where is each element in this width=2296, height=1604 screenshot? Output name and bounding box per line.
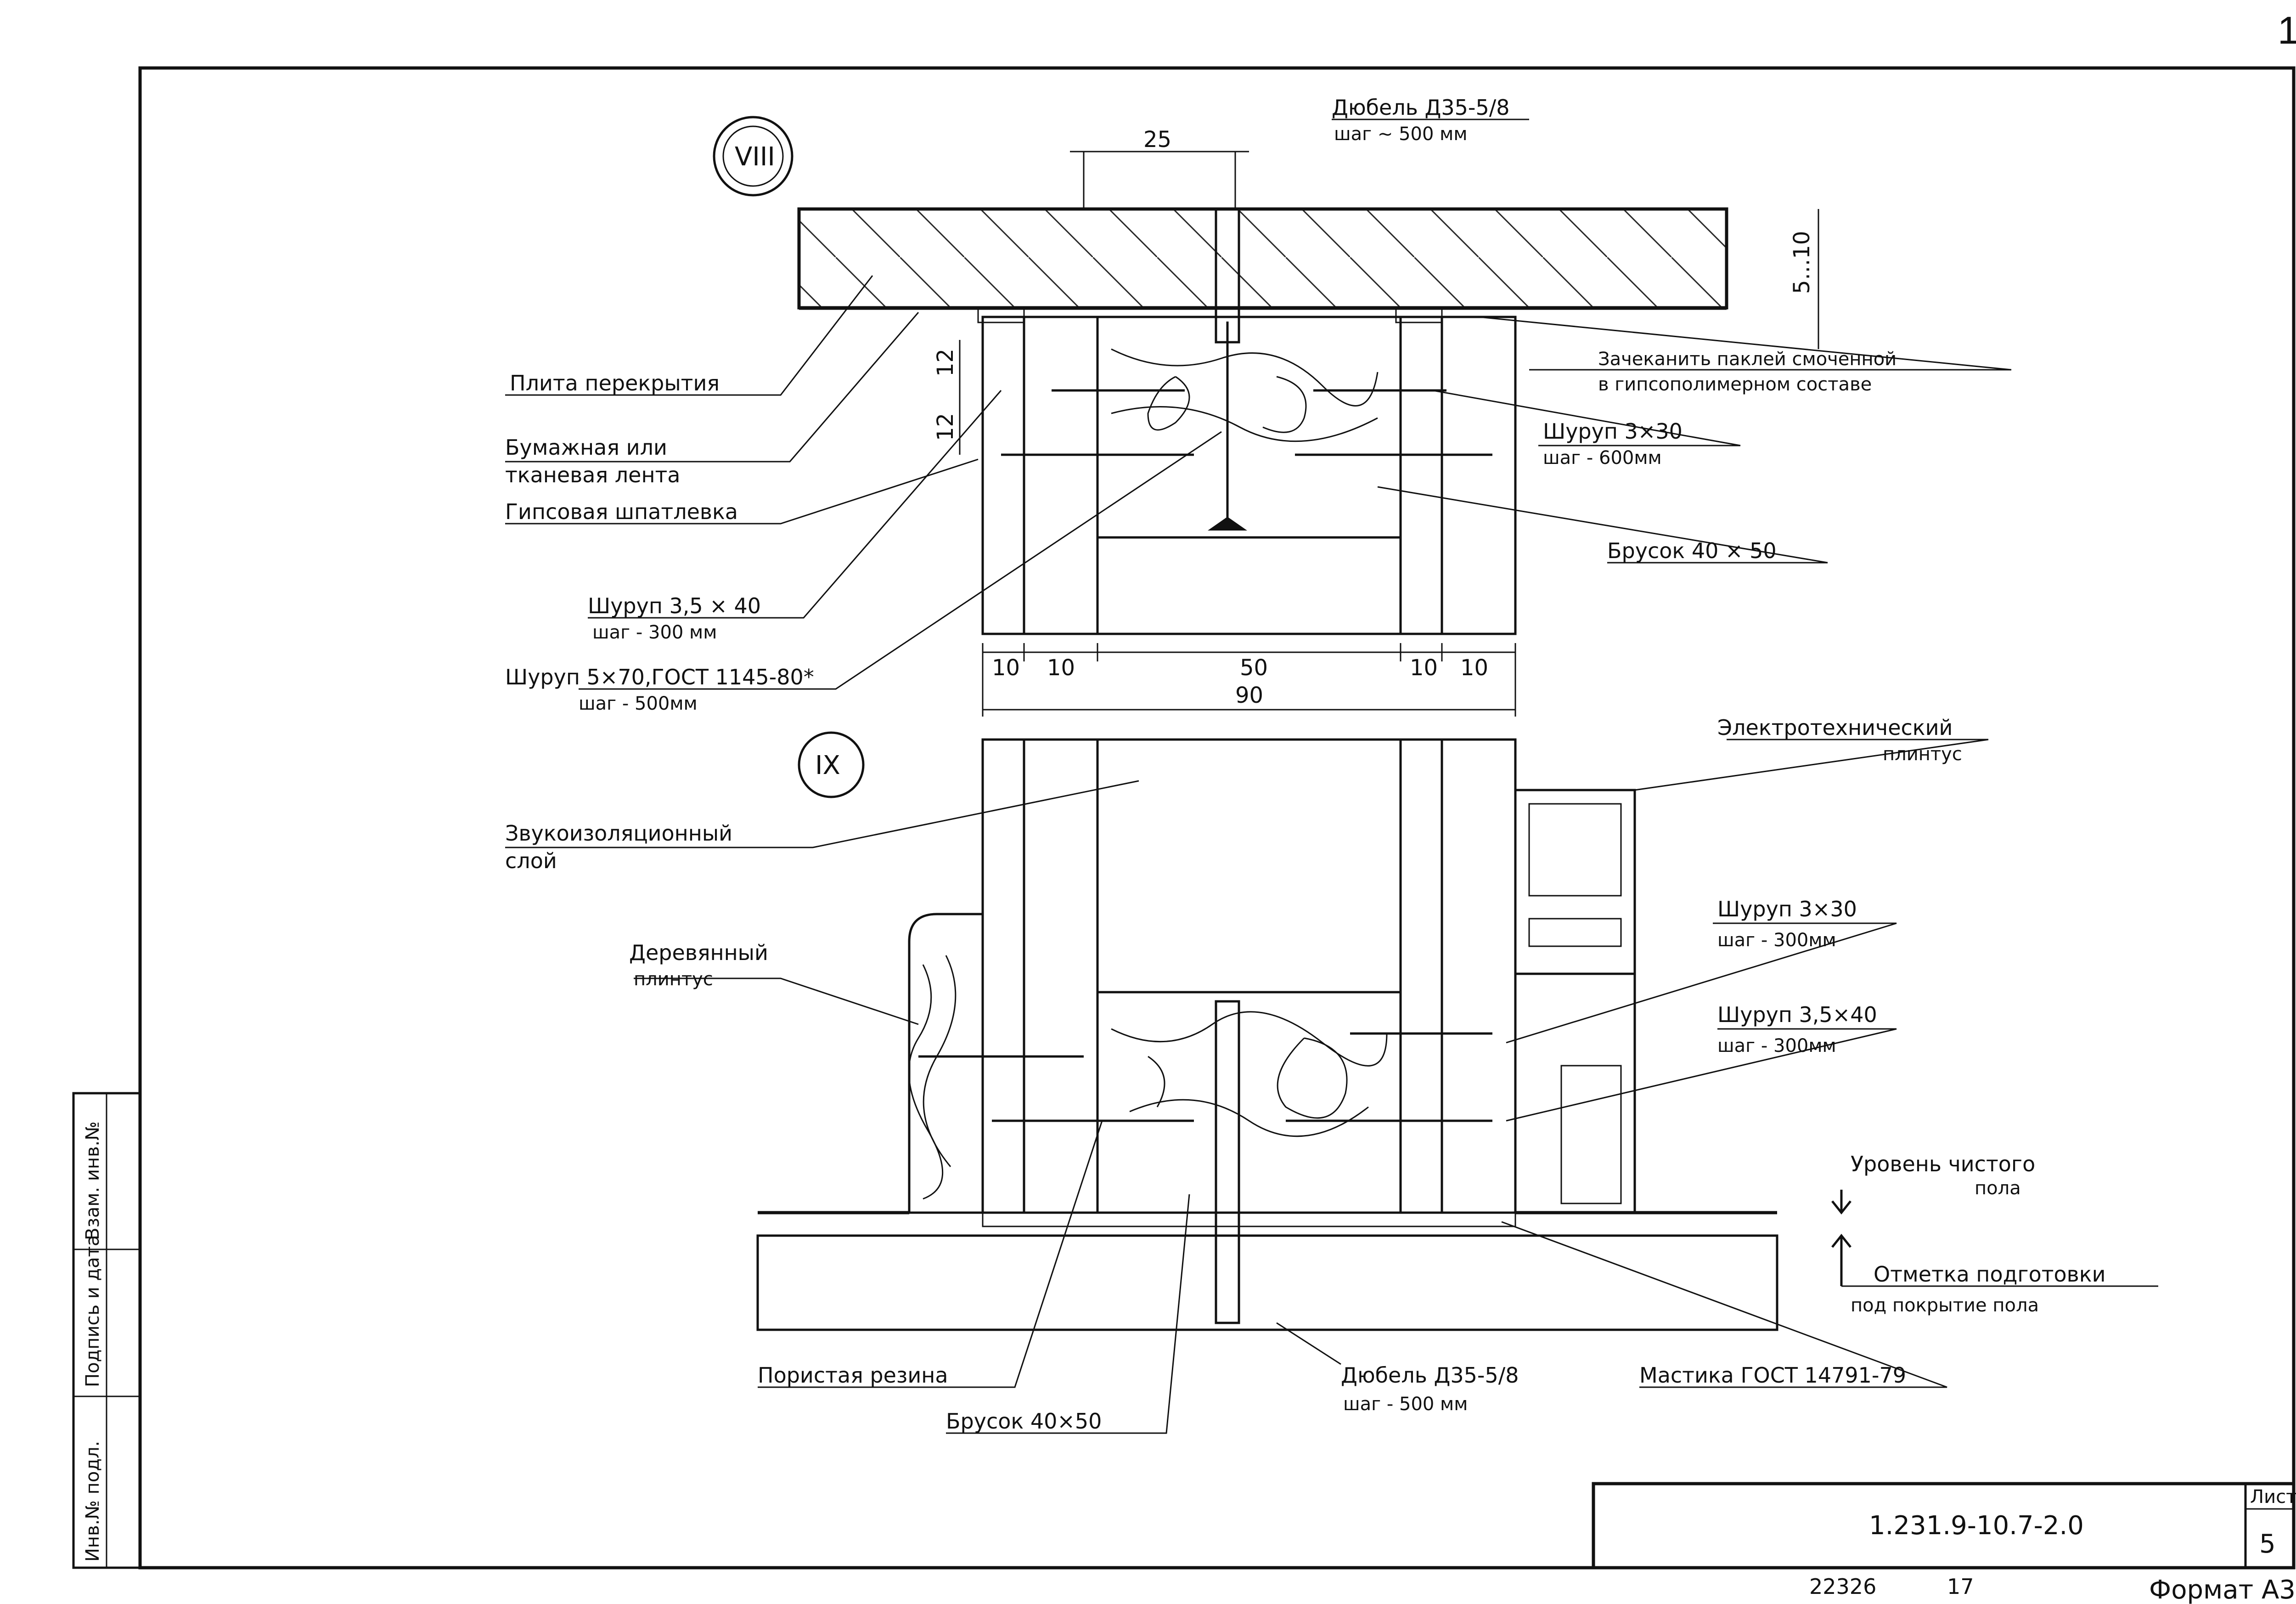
footer-number-b: 17: [1947, 1574, 1974, 1599]
stamp-signature-date: Подпись и дата: [82, 1235, 103, 1387]
dim-5-10: 5...10: [1789, 231, 1815, 294]
dim-12b: 12: [933, 413, 958, 441]
electrotechnical-plinth: [1514, 789, 1636, 1214]
label-dowel-top: Дюбель Д35-5/8: [1332, 95, 1510, 120]
label-screw-5x70-step: шаг - 500мм: [579, 693, 698, 714]
partition-top: [977, 308, 1517, 635]
label-electro-plinth-2: плинтус: [1883, 744, 1962, 765]
dim-10d: 10: [1460, 655, 1488, 681]
label-screw-3x30-top: Шуруп 3×30: [1543, 419, 1683, 444]
partition-bottom: [981, 738, 1517, 1227]
label-sound-layer-2: слой: [505, 848, 557, 873]
section-viii-marker: VIII: [713, 116, 793, 197]
label-prep-mark-2: под покрытие пола: [1851, 1295, 2039, 1316]
label-electro-plinth-1: Электротехнический: [1717, 715, 1953, 740]
dim-12a: 12: [933, 349, 958, 377]
label-dowel-bot-step: шаг - 500 мм: [1343, 1394, 1468, 1415]
label-plate: Плита перекрытия: [510, 371, 720, 395]
leader-lines: [505, 119, 2012, 1434]
section-ix-marker: IX: [798, 731, 865, 798]
dim-50: 50: [1240, 655, 1268, 681]
label-screw-35x40-top-step: шаг - 300 мм: [592, 622, 717, 643]
label-screw-35x40-top: Шуруп 3,5 × 40: [588, 593, 761, 618]
dim-25: 25: [1143, 127, 1171, 152]
label-wood-plinth-1: Деревянный: [629, 940, 768, 965]
sheet-number: 5: [2259, 1529, 2276, 1559]
svg-text:IX: IX: [815, 751, 840, 780]
screws-bottom: [918, 1032, 1492, 1122]
dimensions-top: 25 5...10 12 12 10 10 50 10 10 90: [933, 127, 1819, 717]
label-dowel-bot: Дюбель Д35-5/8: [1341, 1363, 1519, 1388]
dim-10b: 10: [1047, 655, 1075, 681]
format-label: Формат А3: [2149, 1575, 2296, 1604]
label-screw-35x40-bot-step: шаг - 300мм: [1717, 1035, 1836, 1056]
label-wood-plinth-2: плинтус: [634, 969, 713, 990]
label-sound-layer-1: Звукоизоляционный: [505, 821, 732, 846]
stamp-replaced-inv: Взам. инв.№: [82, 1121, 103, 1240]
wooden-plinth: [908, 913, 984, 1214]
stamp-original-inv: Инв.№ подл.: [82, 1441, 103, 1562]
label-screw-35x40-bot: Шуруп 3,5×40: [1717, 1002, 1877, 1027]
label-clean-floor-1: Уровень чистого: [1851, 1152, 2035, 1176]
label-paper-tape-2: тканевая лента: [505, 463, 681, 487]
label-prep-mark-1: Отметка подготовки: [1874, 1262, 2105, 1287]
title-block: 1.231.9-10.7-2.0 Лист 5: [1592, 1482, 2296, 1570]
footer-number-a: 22326: [1809, 1574, 1876, 1599]
label-bar-top: Брусок 40 × 50: [1607, 538, 1777, 563]
label-bar-bot: Брусок 40×50: [946, 1409, 1102, 1434]
dim-10a: 10: [992, 655, 1020, 681]
dim-10c: 10: [1410, 655, 1438, 681]
ceiling-slab: [797, 207, 1728, 310]
dim-90: 90: [1235, 683, 1263, 708]
floor-slab: [756, 1211, 1778, 1331]
label-screw-3x30-bot: Шуруп 3×30: [1717, 897, 1857, 921]
svg-text:VIII: VIII: [735, 142, 775, 172]
label-paper-tape-1: Бумажная или: [505, 435, 667, 460]
labels: Плита перекрытия Бумажная или тканевая л…: [505, 95, 2105, 1434]
bottom-dowel: [1215, 1000, 1240, 1324]
doc-code: 1.231.9-10.7-2.0: [1869, 1511, 2084, 1541]
label-screw-3x30-top-step: шаг - 600мм: [1543, 447, 1662, 469]
label-caulk-1: Зачеканить паклей смоченной: [1598, 349, 1896, 370]
sheet-label: Лист: [2250, 1486, 2296, 1508]
label-porous-rubber: Пористая резина: [758, 1363, 948, 1388]
label-dowel-top-step: шаг ~ 500 мм: [1334, 124, 1468, 145]
label-gypsum-putty: Гипсовая шпатлевка: [505, 499, 738, 524]
page-number: 16: [2278, 9, 2296, 52]
label-mastic: Мастика ГОСТ 14791-79: [1639, 1363, 1906, 1388]
screws-top: [1001, 389, 1492, 456]
side-stamp: Взам. инв.№ Подпись и дата Инв.№ подл.: [72, 1092, 141, 1569]
label-caulk-2: в гипсополимерном составе: [1598, 374, 1872, 395]
label-clean-floor-2: пола: [1975, 1178, 2021, 1199]
label-screw-3x30-bot-step: шаг - 300мм: [1717, 930, 1836, 951]
drawing-frame: [138, 66, 2296, 1570]
floor-level-marks: [1831, 1190, 2158, 1287]
label-screw-5x70: Шуруп 5×70,ГОСТ 1145-80*: [505, 665, 814, 689]
